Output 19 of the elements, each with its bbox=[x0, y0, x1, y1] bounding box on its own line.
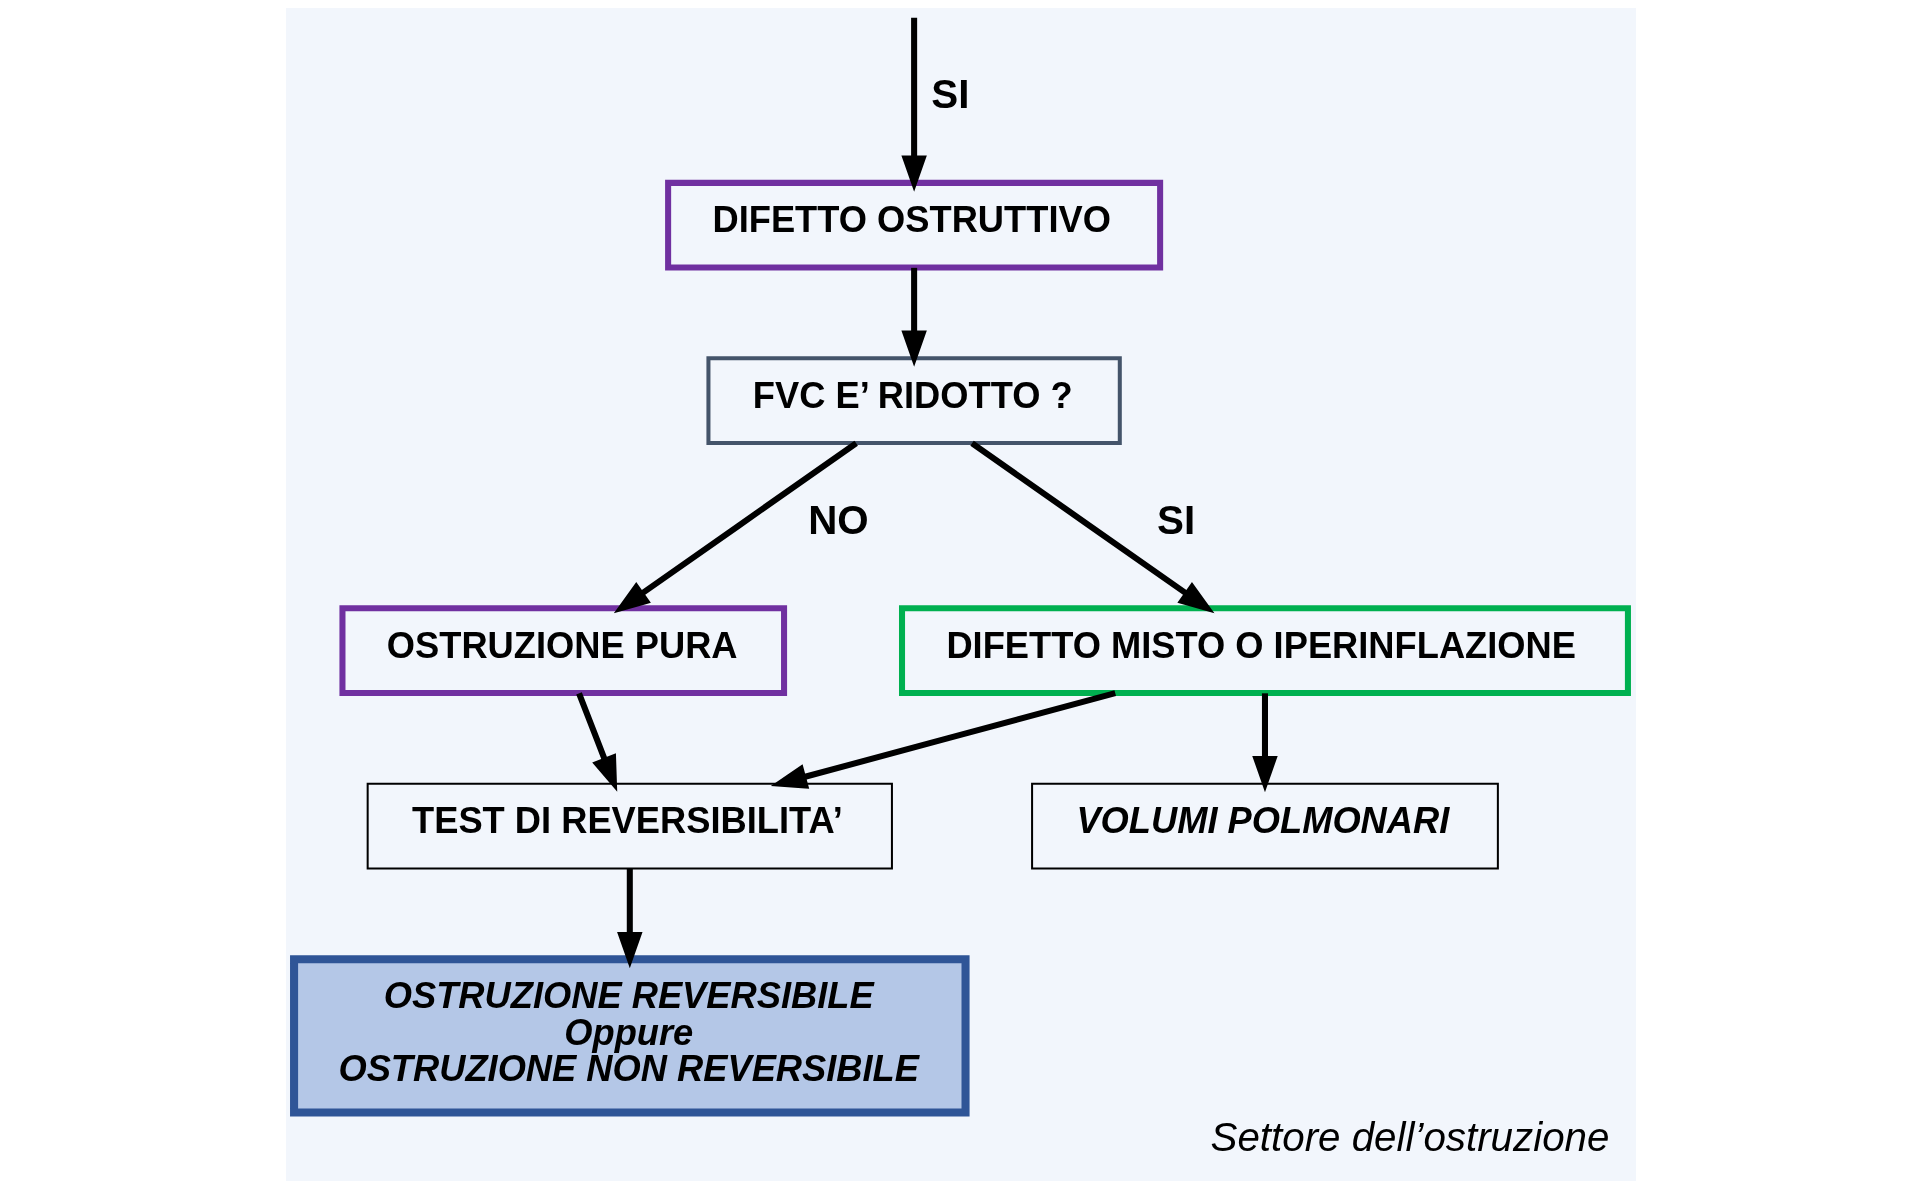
edge-label: SI bbox=[1156, 496, 1195, 543]
arrow bbox=[1251, 693, 1278, 793]
node-box: OSTRUZIONE PURA bbox=[338, 605, 787, 697]
node-box: DIFETTO OSTRUTTIVO bbox=[664, 179, 1163, 271]
arrow bbox=[616, 868, 643, 969]
arrow bbox=[613, 440, 858, 614]
arrow bbox=[900, 267, 927, 367]
node-box: TEST DI REVERSIBILITA’ bbox=[366, 782, 893, 870]
node-box: FVC E’ RIDOTTO ? bbox=[705, 356, 1122, 445]
node-box: OSTRUZIONE REVERSIBILE Oppure OSTRUZIONE NON REVERSIBILE bbox=[289, 955, 970, 1117]
node-box: VOLUMI POLMONARI bbox=[1030, 782, 1499, 870]
arrow bbox=[770, 690, 1116, 789]
arrow bbox=[969, 440, 1214, 614]
arrow bbox=[900, 17, 927, 192]
arrow bbox=[575, 692, 617, 792]
edge-label: SI bbox=[930, 71, 969, 118]
node-box: DIFETTO MISTO O IPERINFLAZIONE bbox=[898, 605, 1631, 697]
edge-label: NO bbox=[807, 496, 869, 543]
caption: Settore dell’ostruzione bbox=[1210, 1113, 1609, 1160]
